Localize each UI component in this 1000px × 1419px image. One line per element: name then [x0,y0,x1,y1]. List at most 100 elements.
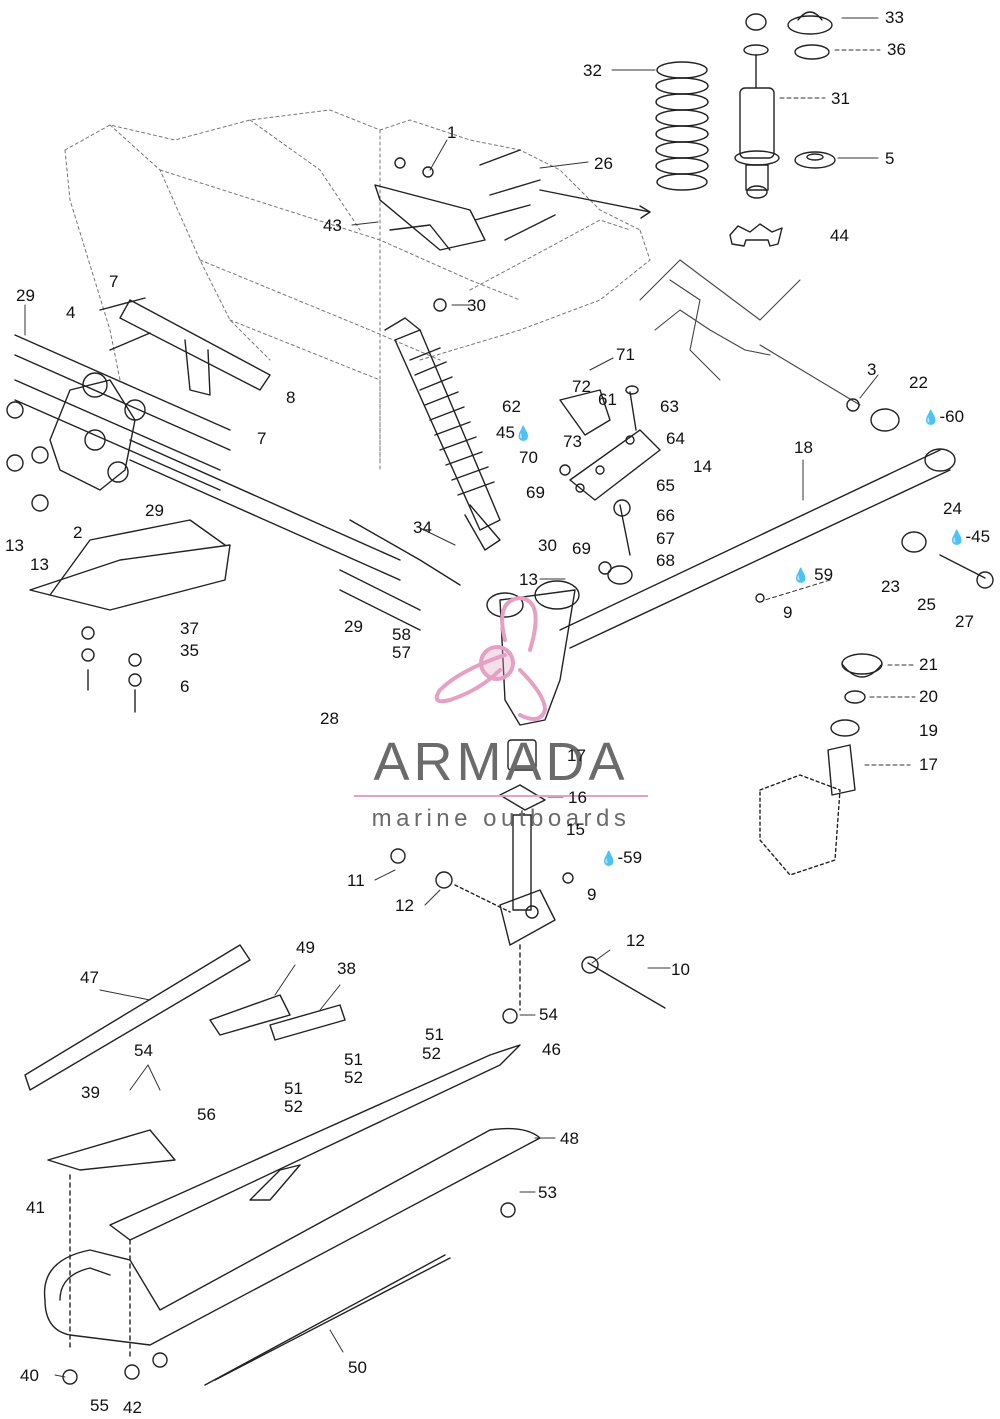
callout-label: 40 [20,1366,39,1385]
callout-label: 💧 59 [792,565,834,584]
center-shock [384,317,501,551]
callout-label: 36 [887,40,906,59]
callout-label: 47 [80,968,99,987]
callout-label: 69 [572,539,591,558]
spindle [390,580,666,1024]
callout-label: 69 [526,483,545,502]
callout-label: 29 [145,501,164,520]
coil-spring [655,61,709,191]
wear-bar [204,1254,446,1386]
ski-reinforcement [109,1044,521,1241]
bump-stop [729,223,783,247]
callout-label: 14 [693,457,712,476]
callout-label: 17 [567,746,586,765]
callout-label: 48 [560,1129,579,1148]
callout-label: 72 [572,377,591,396]
callout-label: 57 [392,643,411,662]
callout-label: 41 [26,1198,45,1217]
callout-label: 44 [830,226,849,245]
brand-tagline: marine outboards [371,805,631,832]
callout-label: 38 [337,959,356,978]
brand-rule [354,795,648,797]
spring-shock-assembly [655,11,836,247]
callout-label: 20 [919,687,938,706]
callout-label: 7 [257,429,267,448]
ski-body [43,1127,541,1346]
callout-label: 46 [542,1040,561,1059]
callout-label: 65 [656,476,675,495]
upper-mount-bracket [374,149,556,312]
callout-label: 67 [656,529,675,548]
callout-label: 58 [392,625,411,644]
callout-label: 25 [917,595,936,614]
callout-label: 23 [881,577,900,596]
callout-label: 💧-60 [922,407,965,426]
frame-to-shock-arrow [539,189,651,213]
callout-label: 4 [66,303,76,322]
callout-label: 62 [502,397,521,416]
callout-label: 6 [180,677,190,696]
callout-label: 1 [447,123,457,142]
callout-label: 💧-59 [600,848,643,867]
callout-label: 13 [5,536,24,555]
handlebar-grip-parts [759,653,883,876]
callout-label: 49 [296,938,315,957]
callout-label: 55 [90,1396,109,1415]
callout-label: 11 [347,871,365,890]
callout-label: 22 [909,373,928,392]
callout-label: 15 [566,820,585,839]
callout-label: 19 [919,721,938,740]
callout-label: 5 [885,149,895,168]
ski-assembly [24,944,541,1386]
callout-label: 66 [656,506,675,525]
callout-label: 70 [519,448,538,467]
tie-rod [559,398,994,649]
callout-label: 61 [598,390,617,409]
callout-label: 51 [425,1025,444,1044]
callout-label: 37 [180,619,199,638]
callout-label: 31 [831,89,850,108]
callout-label: 54 [539,1005,558,1024]
callout-label: 29 [16,286,35,305]
callout-label: 8 [286,388,296,407]
callout-label: 53 [538,1183,557,1202]
callout-label: 27 [955,612,974,631]
callout-label: 28 [320,709,339,728]
callout-label: 45💧 [496,423,533,442]
callout-label: 56 [197,1105,216,1124]
callout-label: 32 [583,61,602,80]
callout-label: 13 [519,570,538,589]
callout-label: 17 [919,755,938,774]
steering-column-frame [639,259,861,406]
callout-label: 12 [395,896,414,915]
callout-label: 3 [867,360,877,379]
callout-label: 9 [587,885,597,904]
callout-label: 68 [656,551,675,570]
callout-label: 64 [666,429,685,448]
callout-label: 39 [81,1083,100,1102]
shock-absorber-body [734,13,780,199]
callout-label: 💧-45 [948,527,991,546]
callout-label: 73 [563,432,582,451]
callout-label: 54 [134,1041,153,1060]
callout-label: 50 [348,1358,367,1377]
callout-label: 52 [344,1068,363,1087]
left-bracket-assembly [6,297,271,512]
callout-label: 71 [616,345,635,364]
callout-label: 12 [626,931,645,950]
armada-logo-mark [434,596,547,721]
callout-label: 9 [783,603,793,622]
callout-label: 35 [180,641,199,660]
callout-label: 7 [109,272,119,291]
armada-watermark: ARMADA marine outboards [346,735,656,831]
lower-left-plate [29,519,231,713]
callout-label: 24 [943,499,962,518]
callout-label: 13 [30,555,49,574]
callout-label: 10 [671,960,690,979]
callout-label: 29 [344,617,363,636]
callout-label: 30 [538,536,557,555]
runner [24,944,251,1091]
callout-label: 52 [422,1044,441,1063]
cup-washers [787,11,836,169]
